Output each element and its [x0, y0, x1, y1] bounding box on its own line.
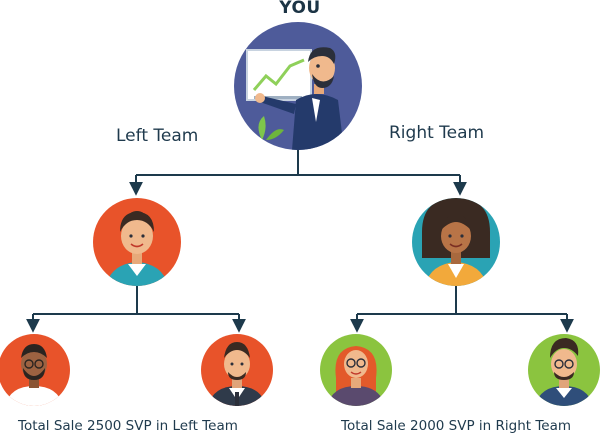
- left-leader-node: [93, 198, 181, 286]
- right-member-2-node: [528, 334, 600, 406]
- right-team-total-sale: Total Sale 2000 SVP in Right Team: [341, 418, 572, 434]
- right-member-1-node: [320, 334, 392, 406]
- you-node: [234, 22, 362, 150]
- left-member-1-node: [0, 334, 70, 406]
- connector-lines: [26, 150, 574, 333]
- man-avatar-icon: [534, 338, 594, 406]
- left-team-total-sale: Total Sale 2500 SVP in Left Team: [18, 418, 238, 434]
- woman-avatar-icon: [422, 198, 490, 286]
- you-label: YOU: [279, 0, 321, 18]
- presenter-avatar-icon: [246, 47, 344, 150]
- right-team-label: Right Team: [389, 123, 485, 143]
- left-team-label: Left Team: [116, 126, 199, 146]
- right-leader-node: [412, 198, 500, 286]
- left-member-2-node: [201, 334, 273, 406]
